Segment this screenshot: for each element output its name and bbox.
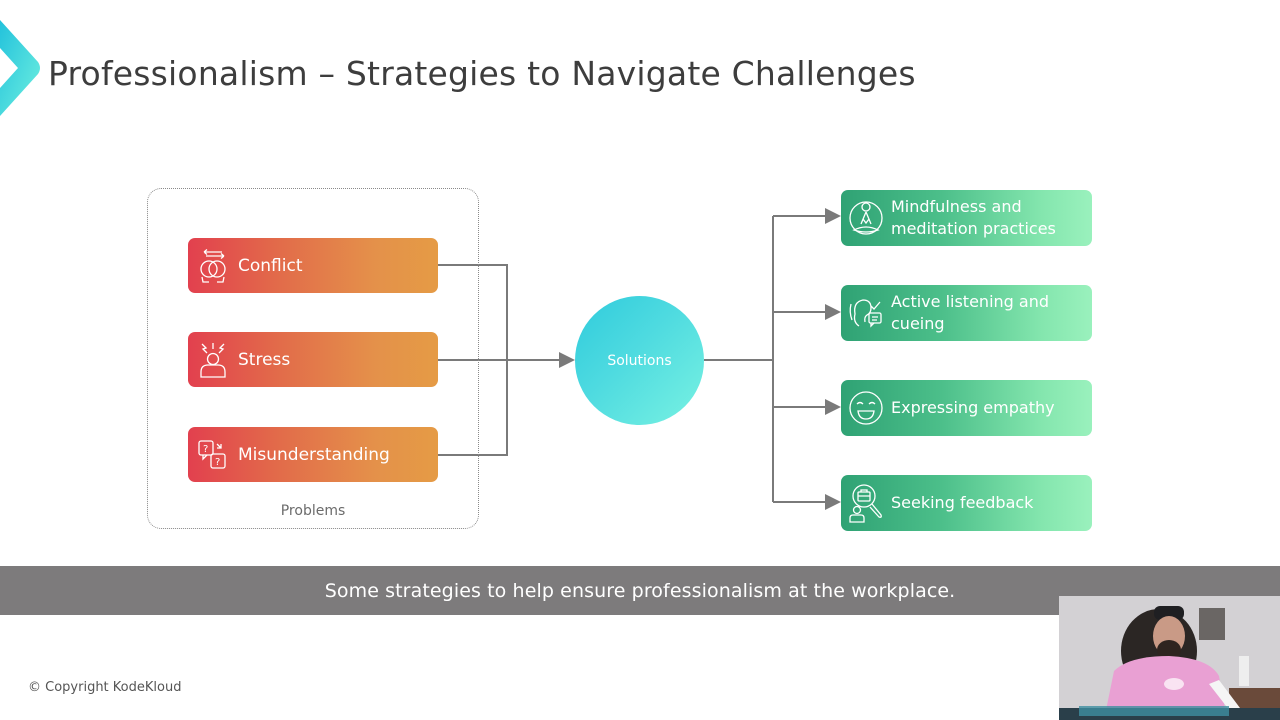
solution-feedback: Seeking feedback bbox=[841, 475, 1092, 531]
stressed-person-icon bbox=[200, 342, 226, 378]
problem-conflict: Conflict bbox=[188, 238, 438, 293]
slide-title: Professionalism – Strategies to Navigate… bbox=[48, 54, 916, 93]
svg-text:?: ? bbox=[203, 444, 208, 455]
solution-label: Mindfulness and meditation practices bbox=[891, 197, 1056, 238]
problems-group-frame bbox=[147, 188, 479, 529]
smiling-face-icon bbox=[849, 391, 883, 425]
meditation-icon bbox=[849, 201, 883, 235]
problem-misunderstanding: ? ? Misunderstanding bbox=[188, 427, 438, 482]
feedback-search-icon bbox=[849, 484, 882, 523]
solution-label: Expressing empathy bbox=[891, 398, 1055, 417]
solution-mindfulness: Mindfulness and meditation practices bbox=[841, 190, 1092, 246]
svg-text:?: ? bbox=[215, 457, 220, 468]
subtitle-caption-text: Some strategies to help ensure professio… bbox=[324, 579, 956, 602]
conflict-heads-icon bbox=[200, 248, 226, 283]
problem-stress: Stress bbox=[188, 332, 438, 387]
solution-label: Active listening and cueing bbox=[891, 292, 1049, 333]
kodekloud-chevron-logo bbox=[0, 20, 40, 116]
presenter-webcam-overlay bbox=[1059, 596, 1280, 720]
solution-label: Seeking feedback bbox=[891, 493, 1034, 512]
solutions-hub: Solutions bbox=[575, 296, 704, 425]
solution-active-listening: Active listening and cueing bbox=[841, 285, 1092, 341]
problem-label: Misunderstanding bbox=[238, 444, 390, 465]
problem-label: Stress bbox=[238, 349, 291, 370]
presenter-video-frame bbox=[1059, 596, 1280, 720]
solution-empathy: Expressing empathy bbox=[841, 380, 1092, 436]
problem-label: Conflict bbox=[238, 255, 303, 276]
copyright-footer: © Copyright KodeKloud bbox=[28, 680, 182, 695]
problems-group-label: Problems bbox=[280, 503, 346, 519]
solutions-hub-label: Solutions bbox=[607, 352, 672, 369]
question-bubbles-icon: ? ? bbox=[198, 439, 226, 469]
ear-listening-icon bbox=[849, 299, 882, 328]
